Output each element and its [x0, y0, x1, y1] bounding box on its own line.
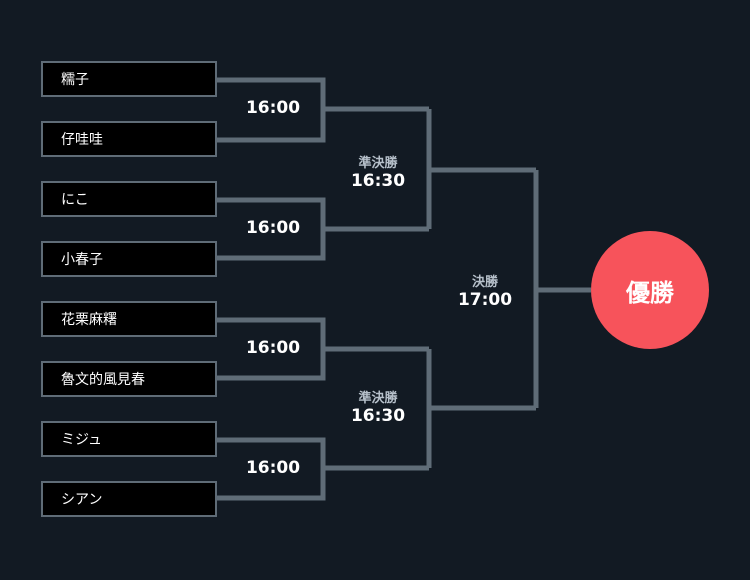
qf1-time: 16:00 — [245, 98, 301, 118]
player-5: 花栗麻糬 — [41, 301, 217, 337]
player-6: 魯文的風見春 — [41, 361, 217, 397]
player-8: シアン — [41, 481, 217, 517]
qf3-time: 16:00 — [245, 338, 301, 358]
sf1-connector — [426, 109, 536, 229]
player-2: 仔哇哇 — [41, 121, 217, 157]
sf2-time: 16:30 — [350, 406, 406, 426]
player-7: ミジュ — [41, 421, 217, 457]
qf2-time: 16:00 — [245, 218, 301, 238]
qf1-connector — [217, 77, 429, 143]
qf2-connector — [217, 197, 429, 261]
sf1-time: 16:30 — [350, 171, 406, 191]
player-3: にこ — [41, 181, 217, 217]
sf2-connector — [426, 349, 536, 468]
sf1-label: 準決勝 — [358, 156, 398, 171]
final-label: 決勝 — [471, 275, 498, 290]
champion-circle: 優勝 — [591, 231, 709, 349]
sf2-label: 準決勝 — [358, 391, 398, 406]
qf3-connector — [217, 317, 429, 381]
qf4-time: 16:00 — [245, 458, 301, 478]
final-time: 17:00 — [457, 290, 513, 310]
player-4: 小春子 — [41, 241, 217, 277]
final-connector — [533, 170, 591, 408]
player-1: 糯子 — [41, 61, 217, 97]
qf4-connector — [217, 437, 429, 501]
